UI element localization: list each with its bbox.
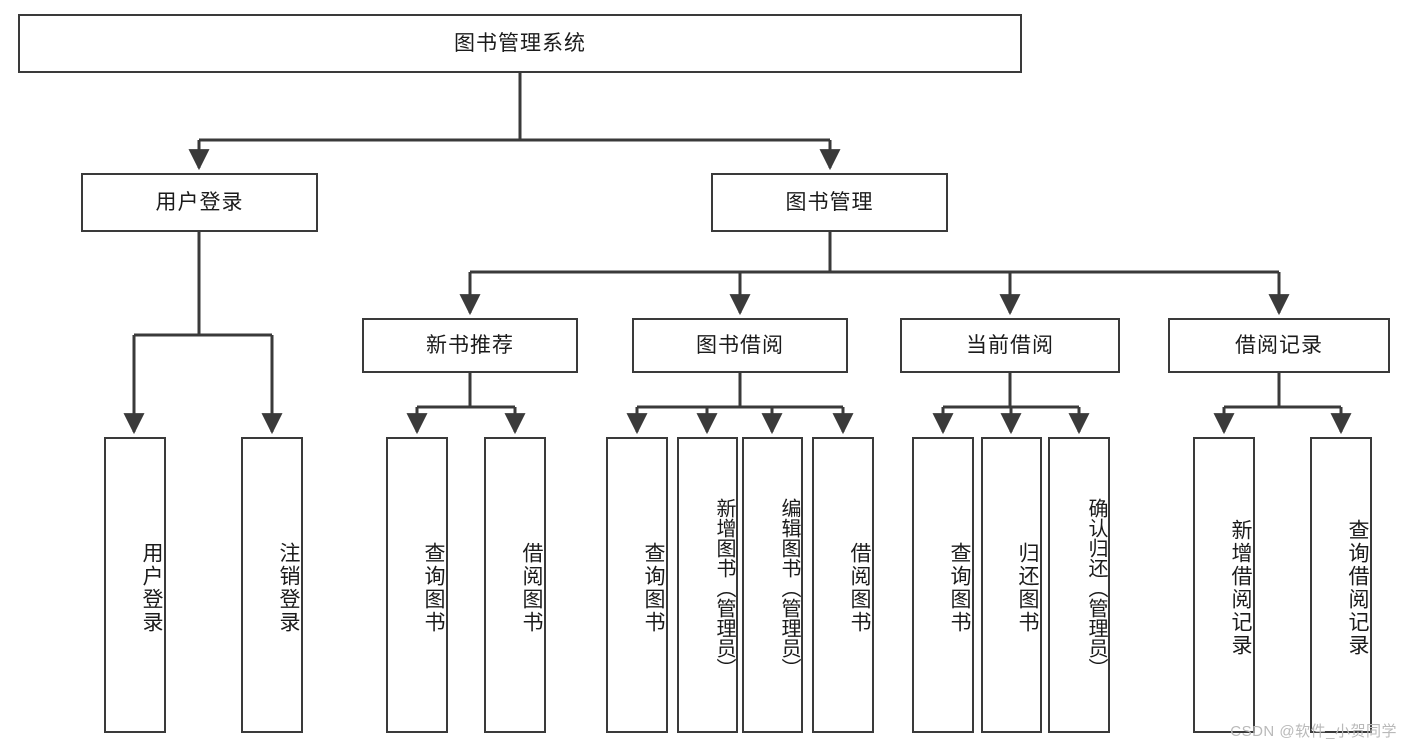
node-leaf-user-login[interactable]: 用户登录 (104, 437, 166, 733)
node-leaf-confirm-return-admin[interactable]: 确认归还（管理员） (1048, 437, 1110, 733)
node-borrow-record[interactable]: 借阅记录 (1168, 318, 1390, 373)
node-leaf-add-book-admin[interactable]: 新增图书（管理员） (677, 437, 738, 733)
node-leaf-logout[interactable]: 注销登录 (241, 437, 303, 733)
node-leaf-borrow-book[interactable]: 借阅图书 (812, 437, 874, 733)
node-leaf-query-book-borrow[interactable]: 查询图书 (606, 437, 668, 733)
node-book-management[interactable]: 图书管理 (711, 173, 948, 232)
node-new-book-recommend[interactable]: 新书推荐 (362, 318, 578, 373)
node-current-borrow[interactable]: 当前借阅 (900, 318, 1120, 373)
node-root[interactable]: 图书管理系统 (18, 14, 1022, 73)
node-user-login[interactable]: 用户登录 (81, 173, 318, 232)
node-leaf-query-book-recommend[interactable]: 查询图书 (386, 437, 448, 733)
node-leaf-borrow-book-recommend[interactable]: 借阅图书 (484, 437, 546, 733)
node-leaf-edit-book-admin[interactable]: 编辑图书（管理员） (742, 437, 803, 733)
node-leaf-return-book[interactable]: 归还图书 (981, 437, 1042, 733)
node-leaf-query-borrow-record[interactable]: 查询借阅记录 (1310, 437, 1372, 733)
node-book-borrow[interactable]: 图书借阅 (632, 318, 848, 373)
node-leaf-query-book-current[interactable]: 查询图书 (912, 437, 974, 733)
node-leaf-add-borrow-record[interactable]: 新增借阅记录 (1193, 437, 1255, 733)
